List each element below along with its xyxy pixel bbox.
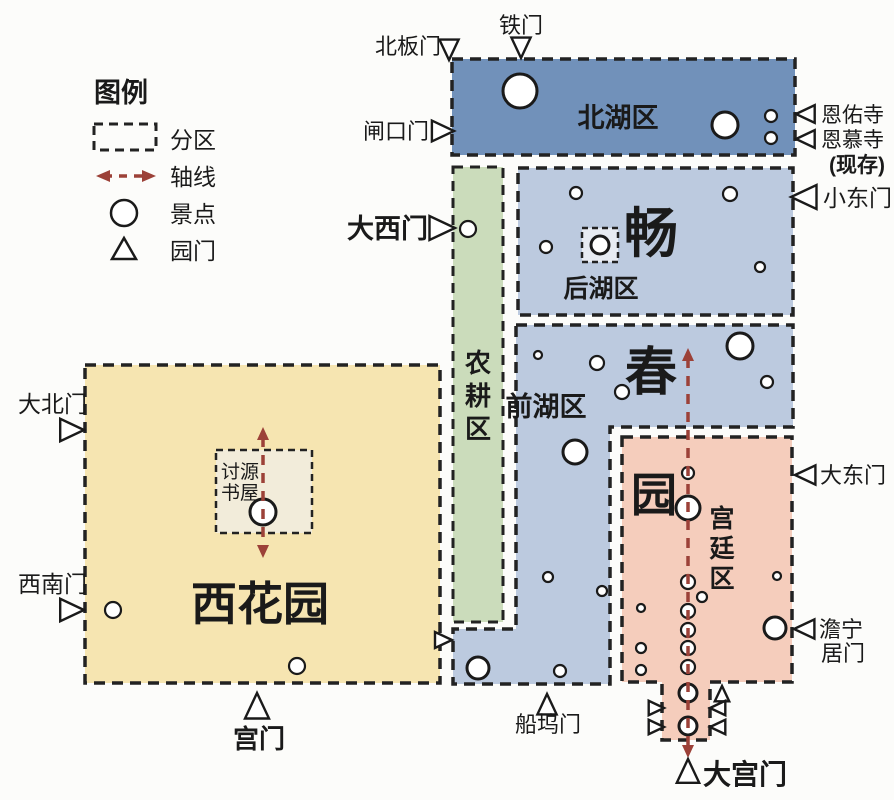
scenic-spot: [561, 438, 589, 466]
gate-label: 恩佑寺: [821, 104, 884, 127]
scenic-spot: [501, 72, 539, 110]
gate-label: 宫门: [233, 724, 285, 754]
scenic-spot: [635, 602, 647, 614]
scenic-spot: [538, 239, 554, 255]
gate-marker-icon: [535, 691, 559, 716]
scenic-spot: [763, 108, 779, 124]
axis-arrow-up: [682, 348, 694, 361]
gate-marker-icon: [793, 128, 816, 150]
axis-char-chang: 畅: [624, 204, 678, 264]
legend-axis-label: 轴线: [170, 164, 216, 190]
gate-label: 恩慕寺: [821, 129, 884, 152]
zone-palace: [620, 435, 794, 742]
gate-marker-icon: [243, 690, 271, 720]
gate-label: 闸口门: [363, 119, 429, 144]
gate-marker-icon: [788, 183, 818, 211]
axis-char-chun: 春: [625, 344, 677, 402]
legend-axis-swatch: [96, 170, 156, 182]
gate-marker-icon: [428, 214, 458, 242]
gate-label: 大宫门: [703, 758, 787, 790]
legend-gate-swatch: [109, 235, 139, 261]
legend-spot-swatch: [109, 198, 139, 228]
legend-title: 图例: [94, 78, 148, 108]
back-lake-label: 后湖区: [563, 275, 638, 303]
gate-marker-icon: [647, 717, 667, 737]
legend: 图例 分区 轴线 景点 园门: [92, 78, 216, 264]
axis-arrow-down: [682, 745, 694, 758]
legend-zone-label: 分区: [170, 127, 216, 153]
zone-farm: [451, 165, 505, 624]
gate-marker-icon: [59, 416, 87, 444]
west-garden-label: 西花园: [191, 578, 329, 630]
scenic-spot: [552, 663, 568, 679]
scenic-spot: [753, 260, 767, 274]
scenic-spot: [710, 110, 740, 140]
axis-char-yuan: 园: [631, 469, 677, 521]
scenic-spot: [103, 600, 123, 620]
scenic-spot: [721, 185, 739, 203]
gate-marker-icon: [791, 617, 816, 641]
scenic-spot: [613, 383, 631, 401]
gate-marker-icon: [793, 103, 816, 125]
study-label-line1: 讨源: [221, 461, 259, 483]
gate-label: (现存): [829, 153, 885, 177]
scenic-spot: [634, 641, 648, 655]
legend-gate-label: 园门: [170, 238, 216, 264]
axis-arrow-up: [257, 427, 269, 440]
legend-zone-swatch: [92, 122, 158, 152]
gate-label: 西南门: [18, 571, 87, 597]
front-lake-label: 前湖区: [506, 391, 587, 422]
gate-label: 大西门: [347, 214, 428, 244]
gate-label: 船坞门: [515, 712, 581, 737]
gate-marker-icon: [674, 756, 702, 784]
study-label-line2: 书屋: [221, 482, 259, 504]
legend-spot-label: 景点: [170, 201, 216, 227]
gate-label: 大东门: [820, 463, 886, 488]
gate-label: 小东门: [823, 185, 892, 211]
scenic-spot: [763, 130, 779, 146]
scenic-spot: [568, 185, 584, 201]
scenic-spot: [465, 655, 491, 681]
scenic-spot: [595, 584, 609, 598]
gate-marker-icon: [437, 38, 461, 63]
gate-label: 居门: [821, 641, 865, 666]
gate-marker-icon: [707, 698, 727, 718]
scenic-spot: [762, 615, 788, 641]
scenic-spot: [532, 349, 544, 361]
scenic-spot: [589, 234, 611, 256]
scenic-spot: [588, 354, 606, 372]
scenic-spot: [725, 331, 755, 361]
gate-label: 大北门: [18, 391, 87, 417]
zone-front-lake: [451, 323, 795, 686]
zone-layer: [83, 57, 797, 742]
gate-label: 澹宁: [819, 617, 863, 642]
scenic-spot: [771, 570, 783, 582]
palace-label: 宫廷区: [708, 504, 734, 593]
gate-marker-icon: [647, 698, 667, 718]
scenic-spot: [634, 663, 648, 677]
zone-back-lake: [516, 166, 795, 317]
gate-marker-icon: [433, 630, 455, 650]
gate-marker-icon: [707, 717, 727, 737]
gate-marker-icon: [712, 683, 732, 703]
gate-marker-icon: [59, 596, 87, 624]
scenic-spot: [695, 590, 709, 604]
scenic-spot: [759, 374, 775, 390]
zone-north-lake: [450, 57, 797, 157]
gate-marker-icon: [509, 36, 533, 61]
gate-label: 北板门: [375, 34, 441, 59]
gate-marker-icon: [792, 463, 817, 487]
farm-label: 农耕区: [464, 348, 491, 444]
scenic-spot: [287, 656, 307, 676]
zone-labels: 北湖区 后湖区 前湖区 农耕区 宫廷区 西花园 讨源 书屋 畅 春 园: [191, 103, 735, 630]
north-lake-label: 北湖区: [578, 103, 659, 133]
scenic-spot: [541, 570, 555, 584]
scenic-spot: [458, 219, 478, 239]
gate-marker-icon: [430, 118, 457, 144]
gate-label: 铁门: [499, 13, 543, 38]
axis-arrow-down: [257, 545, 269, 558]
axis-layer: [257, 348, 694, 758]
